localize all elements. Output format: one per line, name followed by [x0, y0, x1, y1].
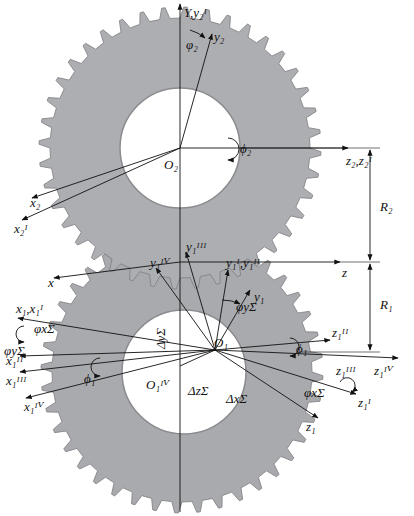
axis-label: x₁ᴵᴵ — [6, 354, 23, 367]
axis-line — [186, 252, 215, 350]
axis-label: z₁ᴵᴵ — [332, 326, 348, 339]
axis-label: Y,y₂ᴵ — [184, 6, 207, 19]
axis-label: O₁ᴵⱽ — [146, 378, 169, 391]
coordinate-axes — [16, 4, 398, 512]
axis-line — [180, 4, 181, 512]
axis-line — [215, 340, 330, 350]
axis-label: z₁ᴵ — [358, 396, 371, 409]
axis-line — [26, 350, 215, 398]
rotation-arrow — [16, 326, 24, 342]
axis-line — [215, 290, 250, 350]
axis-label: ϕ₁ — [84, 372, 95, 385]
axis-line — [32, 148, 180, 198]
axis-label: ΔzΣ — [188, 384, 208, 397]
axis-label: y₁ᴵⱽ — [150, 256, 170, 269]
dimension-line — [370, 264, 371, 350]
axis-label: ϕ₁ — [296, 342, 307, 355]
axis-label: φ₂ — [186, 38, 198, 51]
axis-label: x₁ᴵⱽ — [24, 400, 44, 413]
axis-label: O₁ — [214, 336, 228, 349]
axis-line — [180, 34, 212, 148]
axis-label: x₁ᴵᴵᴵ — [6, 374, 26, 387]
axis-label: y₂ — [214, 30, 224, 43]
axis-line — [215, 350, 318, 418]
axis-line — [20, 350, 215, 372]
rotation-arrow — [340, 378, 355, 392]
axis-line — [215, 270, 228, 350]
axis-label: ΔyΣ — [154, 328, 167, 349]
axis-label: z₁ᴵᴵᴵ — [336, 364, 356, 377]
extension-line — [340, 262, 380, 263]
axis-label: y₁ᴵᴵᴵ — [186, 240, 206, 253]
axis-label: ΔxΣ — [226, 392, 247, 405]
axis-line — [180, 350, 215, 366]
axis-label: y₁ᴵ,y₁ᴵᴵ — [226, 256, 260, 269]
axis-label: φxΣ — [304, 386, 325, 399]
axis-label: x₁,x₁ᴵ — [16, 302, 43, 315]
axis-label: x — [48, 276, 54, 289]
axis-label: z₂,z₂ᴵ — [346, 154, 372, 167]
rotation-arrow — [228, 138, 239, 160]
axis-label: z₁ᴵⱽ — [374, 364, 393, 377]
extension-line — [240, 148, 380, 149]
axis-label: x₂ᴵ — [14, 222, 28, 235]
rotation-arrow — [190, 30, 205, 38]
axis-label: z — [342, 266, 347, 279]
axis-label: ϕ₂ — [240, 142, 251, 155]
axis-label: R₂ — [380, 200, 392, 213]
extension-line — [300, 352, 380, 353]
axis-line — [18, 318, 215, 350]
axis-label: φxΣ — [34, 322, 55, 335]
axis-line — [22, 148, 180, 220]
axis-label: R₁ — [380, 298, 392, 311]
axis-label: z₁ — [306, 420, 316, 433]
axis-line — [215, 350, 356, 394]
axis-label: O₂ — [164, 158, 178, 171]
axis-label: x₂ — [30, 196, 40, 209]
axis-label: φyΣ — [236, 300, 257, 313]
